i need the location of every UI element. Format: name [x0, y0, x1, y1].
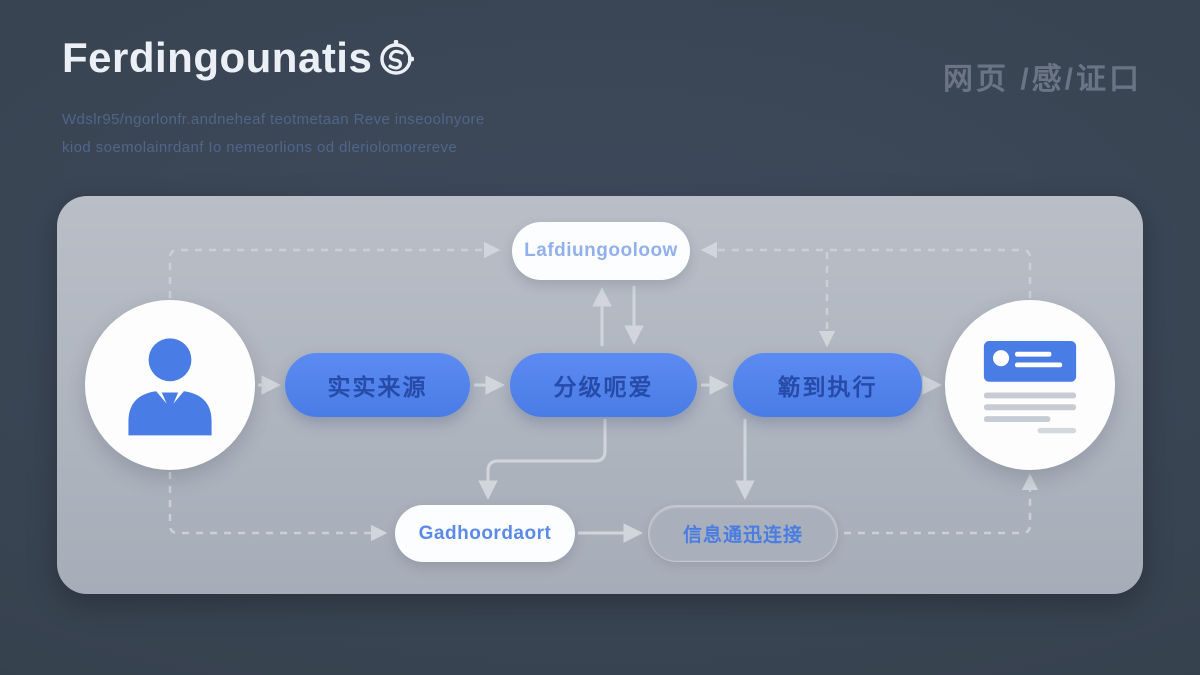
header: Ferdingounatis	[62, 34, 418, 82]
subtitle-line-2: kiod soemolainrdanf Io nemeorlions od dl…	[62, 139, 458, 156]
page-title: Ferdingounatis	[62, 34, 373, 81]
dashed-user-to-bottomleft	[168, 472, 388, 542]
user-node	[85, 300, 255, 470]
flow-step-3: 簕到执行	[733, 353, 922, 417]
arrow-step2-to-bottomleft	[478, 419, 607, 500]
gear-badge-icon	[380, 40, 415, 75]
subtitle-line-1: Wdslr95/ngorlonfr.andneheaf teotmetaan R…	[62, 111, 485, 128]
top-right-category-label: 网页 /感/证口	[942, 63, 1142, 96]
bottom-left-flow-node: Gadhoordaort	[395, 505, 575, 562]
dashed-bottomright-to-result	[844, 473, 1039, 535]
connector-layer	[168, 241, 1039, 543]
top-flow-node: Lafdiungooloow	[512, 222, 690, 280]
person-icon	[128, 338, 212, 436]
dashed-user-to-topnode	[168, 241, 501, 298]
subtitle: Wdslr95/ngorlonfr.andneheaf teotmetaan R…	[62, 106, 485, 162]
flowchart-panel: Lafdiungooloow 实实来源 分级呃爱 簕到执行 Gadhoordao…	[57, 196, 1143, 594]
bottom-right-flow-node: 信息通迅连接	[648, 505, 838, 562]
document-card-icon	[983, 341, 1077, 434]
flow-step-2: 分级呃爱	[510, 353, 697, 417]
flow-step-1: 实实来源	[285, 353, 470, 417]
dashed-result-to-topnode	[700, 241, 1032, 298]
result-node	[945, 300, 1115, 470]
